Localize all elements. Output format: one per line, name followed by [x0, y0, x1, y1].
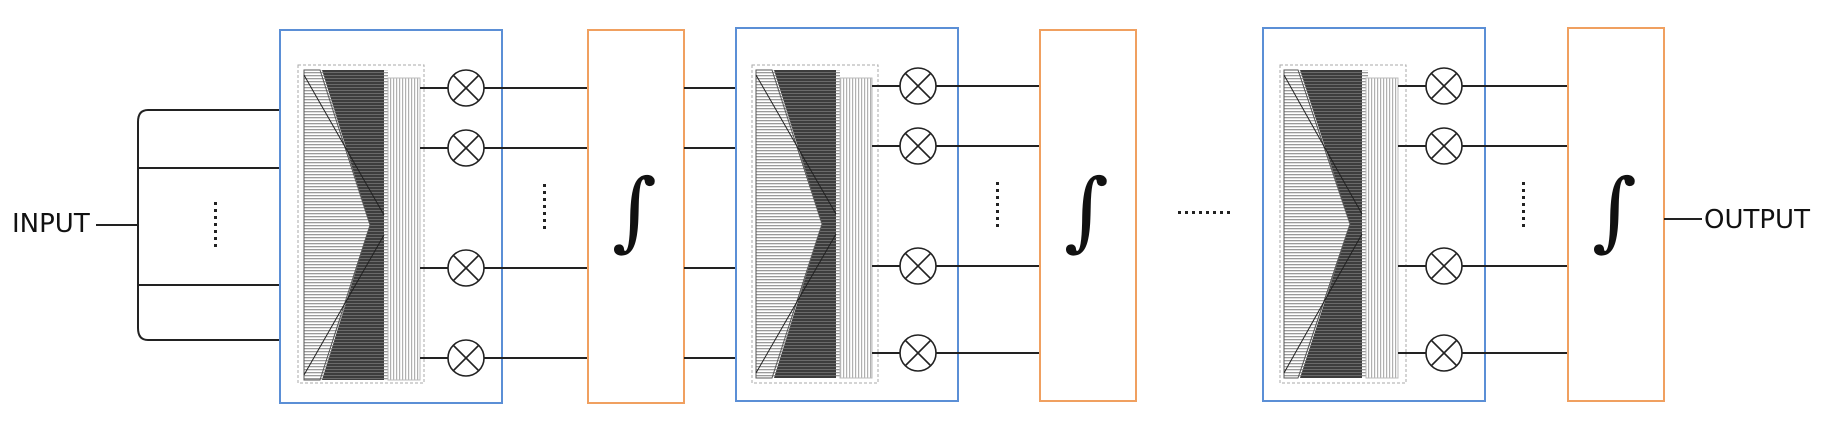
stage-n	[1262, 27, 1568, 402]
integrator-n: ∫	[1567, 27, 1665, 402]
stage-1	[279, 29, 588, 404]
stage-box	[1262, 27, 1486, 402]
integrator-1: ∫	[587, 29, 685, 404]
branch-ellipsis-dots	[1522, 182, 1525, 227]
input-ellipsis-dots	[214, 202, 217, 247]
stage-output-lines	[484, 87, 588, 359]
stage-2	[735, 27, 1040, 402]
output-label: OUTPUT	[1704, 205, 1810, 235]
multiplier-branches	[420, 87, 448, 359]
multiplier-branches	[1398, 85, 1426, 354]
multiply-circle-icon	[447, 129, 485, 167]
integral-symbol: ∫	[1592, 161, 1637, 261]
stage-output-lines	[936, 85, 1040, 354]
multiply-circle-icon	[447, 339, 485, 377]
input-fanout	[96, 109, 280, 341]
integral-symbol: ∫	[1064, 161, 1109, 261]
multiplier-branches	[872, 85, 900, 354]
multiply-circle-icon	[1425, 127, 1463, 165]
stage-box	[735, 27, 959, 402]
multiply-circle-icon	[447, 249, 485, 287]
filter-array-graphic	[297, 64, 425, 384]
multiply-circle-icon	[899, 67, 937, 105]
stage-output-lines	[1462, 85, 1568, 354]
branch-ellipsis-dots	[996, 182, 999, 227]
multiply-circle-icon	[1425, 247, 1463, 285]
multiply-circle-icon	[899, 334, 937, 372]
integral-symbol: ∫	[612, 161, 657, 261]
inter-stage-lines	[684, 87, 736, 359]
branch-ellipsis-dots	[543, 184, 546, 229]
input-label: INPUT	[12, 209, 90, 239]
multiply-circle-icon	[1425, 67, 1463, 105]
multiply-circle-icon	[899, 247, 937, 285]
filter-array-graphic	[751, 64, 879, 384]
multiply-circle-icon	[447, 69, 485, 107]
multiply-circle-icon	[1425, 334, 1463, 372]
integrator-2: ∫	[1039, 29, 1137, 402]
multiply-circle-icon	[899, 127, 937, 165]
filter-array-graphic	[1279, 64, 1407, 384]
stage-box	[279, 29, 503, 404]
stage-ellipsis-dots	[1178, 211, 1230, 214]
